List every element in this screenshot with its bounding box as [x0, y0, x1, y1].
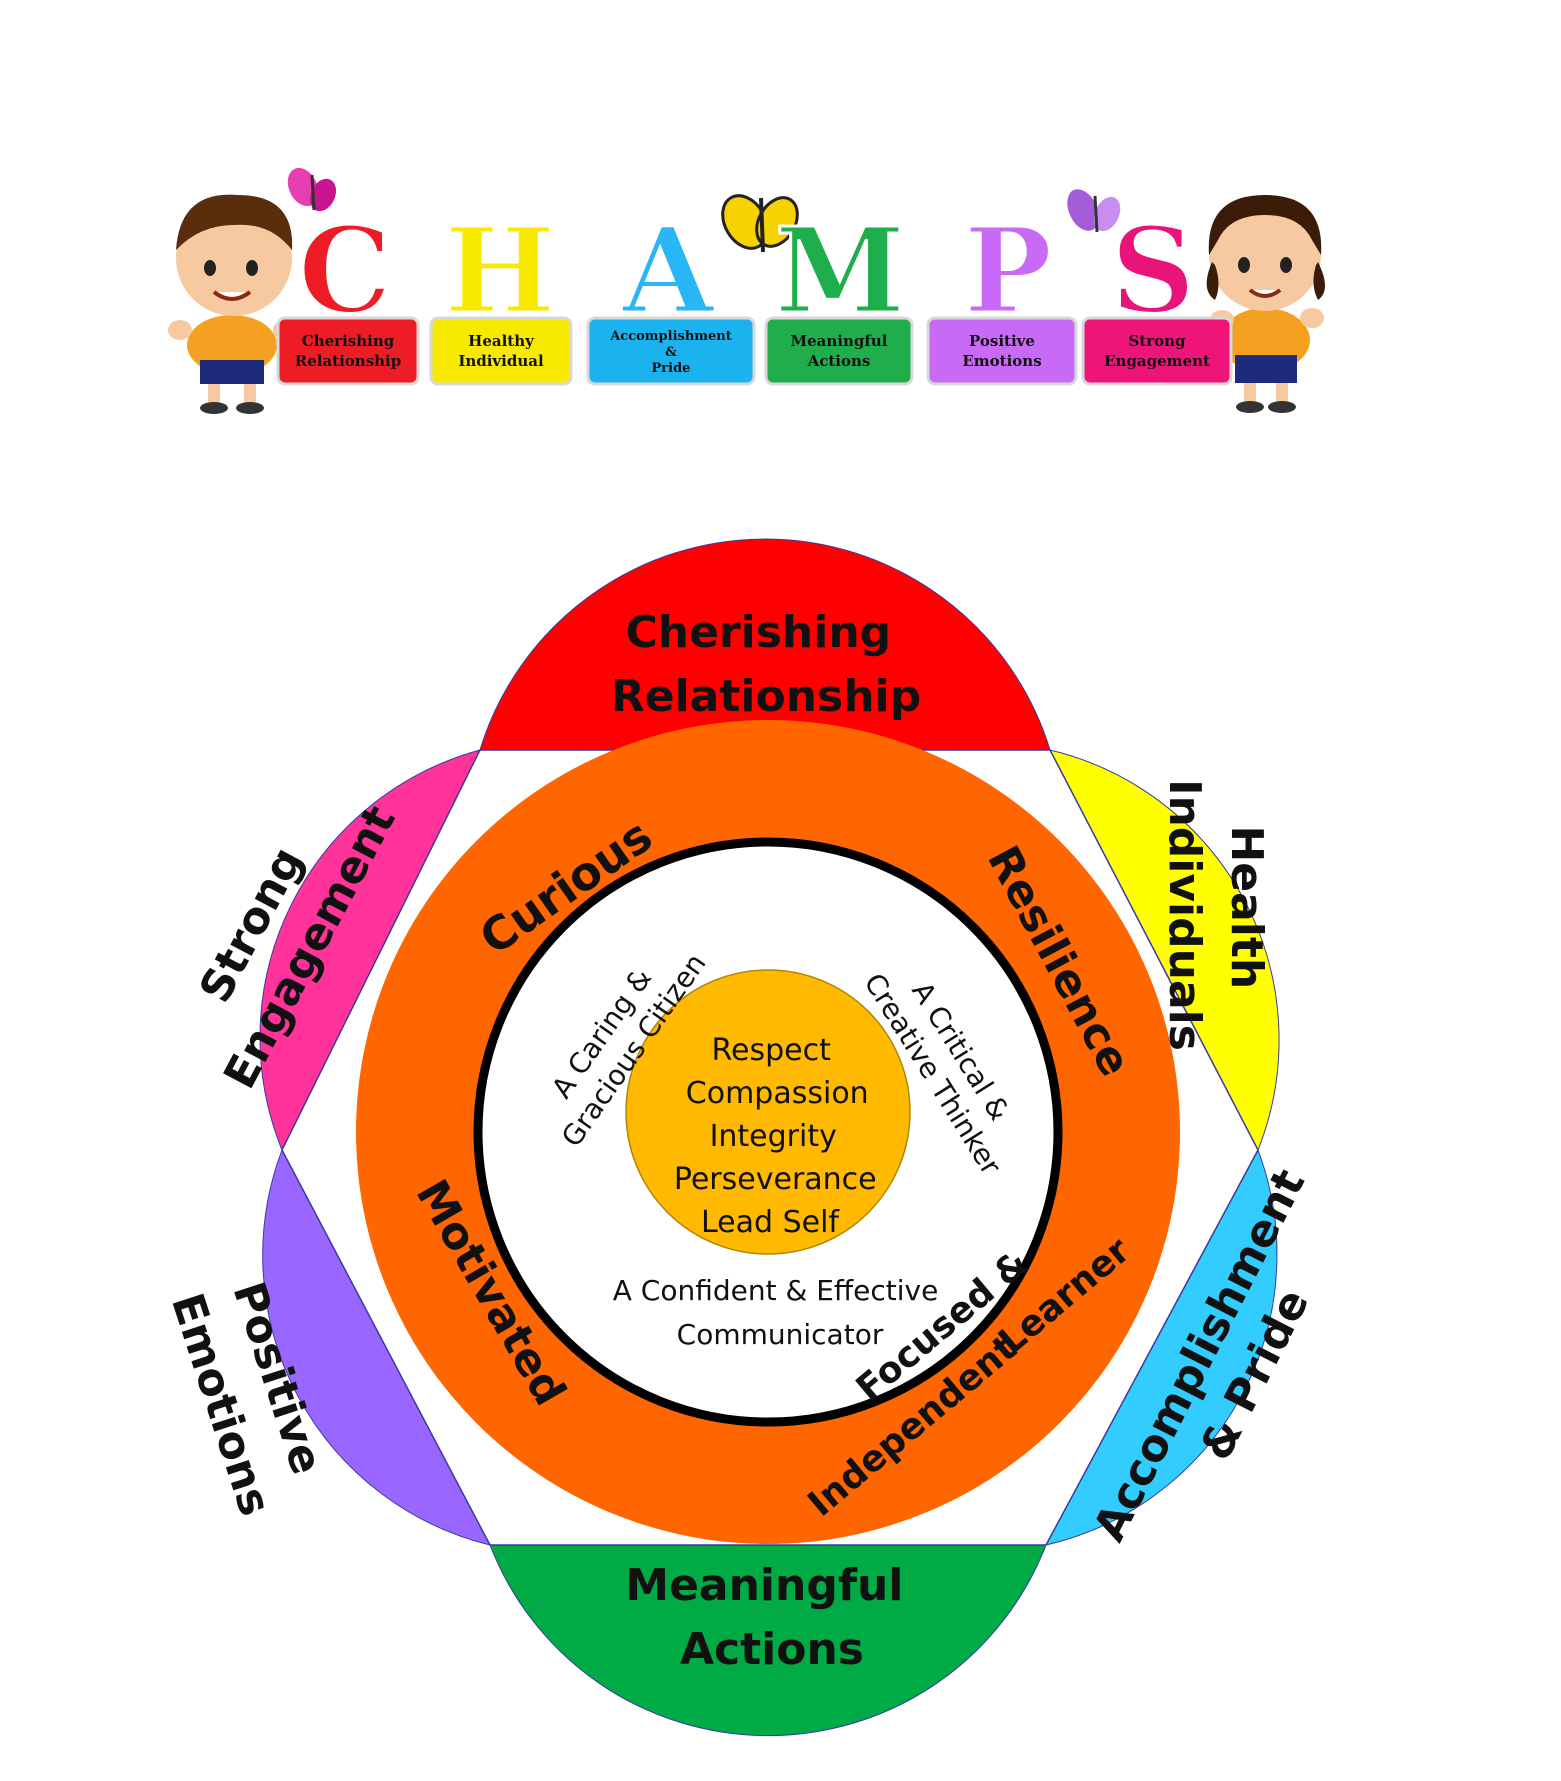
- outcome-confident-line-1: A Confident & Effective: [613, 1274, 939, 1307]
- core-value-respect: Respect: [712, 1033, 832, 1068]
- core-value-integrity: Integrity: [710, 1119, 837, 1154]
- outcome-confident-line-2: Communicator: [677, 1318, 884, 1351]
- butterfly-yellow-icon: [721, 194, 799, 253]
- banner-label-block: [586, 316, 756, 386]
- banner-label-text: Cherishing: [302, 332, 395, 350]
- core-value-compassion: Compassion: [686, 1076, 869, 1111]
- banner-label-block: [429, 316, 573, 386]
- petal-bottom: [489, 1544, 1047, 1737]
- butterfly-purple-icon: [1067, 189, 1121, 233]
- petal-label-bottom: Meaningful Actions: [625, 1560, 918, 1675]
- butterfly-pink-icon: [287, 167, 337, 212]
- banner-label-text: Emotions: [962, 352, 1041, 370]
- banner-label-text: Meaningful: [791, 332, 888, 350]
- core-value-lead-self: Lead Self: [701, 1205, 840, 1240]
- core-value-perseverance: Perseverance: [674, 1162, 877, 1197]
- petal-top: [479, 538, 1051, 751]
- girl-character: [1206, 195, 1325, 413]
- banner-label-block: [764, 316, 914, 386]
- banner-label-text: Healthy: [468, 332, 535, 350]
- banner-label-text: Positive: [969, 332, 1035, 350]
- champs-flower-diagram: Cherishing Relationship Health Individua…: [161, 538, 1319, 1737]
- petal-bottom-line-1: Meaningful: [625, 1560, 903, 1611]
- values-core: [625, 969, 911, 1255]
- petal-top-line-1: Cherishing: [626, 607, 892, 658]
- svg-text:Health Individuals: Health Individuals: [1159, 779, 1272, 1051]
- banner-label-text: Relationship: [295, 352, 402, 370]
- banner-label-block: [276, 316, 420, 386]
- banner-label-2: Accomplishment&Pride: [586, 316, 756, 386]
- banner-label-text: &: [665, 345, 677, 360]
- banner-label-text: Actions: [807, 352, 871, 370]
- petal-upper-right-line-1: Health: [1221, 825, 1272, 989]
- petal-upper-right: [1049, 749, 1280, 1152]
- petal-lower-right: [1045, 1148, 1278, 1546]
- banner-label-text: Engagement: [1104, 352, 1210, 370]
- banner-label-text: Accomplishment: [609, 329, 732, 344]
- banner-label-text: Strong: [1128, 332, 1186, 350]
- svg-text:A Confident & Effective: A Confident & Effective Communicator: [613, 1274, 948, 1351]
- petal-label-top: Cherishing Relationship: [611, 607, 921, 722]
- svg-text:Meaningful Actions: Meaningful Actions: [625, 1560, 918, 1675]
- banner-label-text: Pride: [652, 361, 691, 376]
- petal-bottom-line-2: Actions: [680, 1624, 864, 1675]
- petal-lower-left: [262, 1148, 491, 1546]
- petal-upper-right-line-2: Individuals: [1159, 779, 1210, 1051]
- svg-text:Cherishing Relationshi: Cherishing Relationship: [611, 607, 921, 722]
- petal-label-upper-right: Health Individuals: [1159, 779, 1272, 1051]
- banner-label-text: Individual: [458, 352, 544, 370]
- petal-top-line-2: Relationship: [611, 671, 921, 722]
- outcome-confident-communicator: A Confident & Effective Communicator: [613, 1274, 948, 1351]
- banner-label-block: [926, 316, 1078, 386]
- banner-label-block: [1081, 316, 1233, 386]
- core-values: Respect Compassion Integrity Perseveranc…: [674, 1033, 886, 1240]
- petal-upper-left: [259, 749, 481, 1152]
- banner-labels: CherishingRelationshipHealthyIndividualA…: [276, 316, 1233, 386]
